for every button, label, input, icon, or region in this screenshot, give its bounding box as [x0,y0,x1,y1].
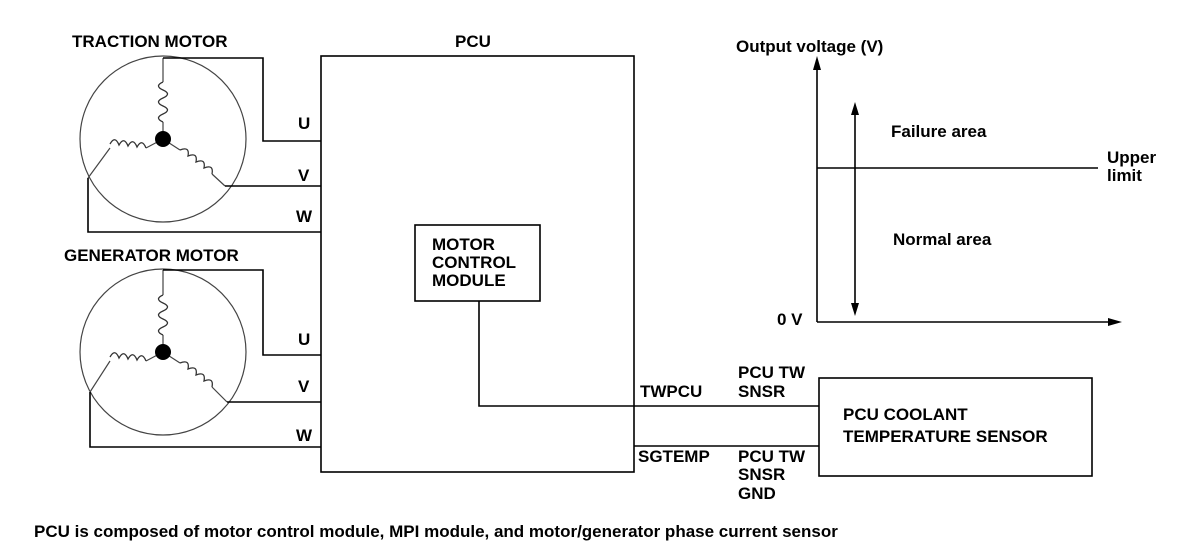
traction-motor-label: TRACTION MOTOR [72,32,228,51]
pcu-tw-snsr-label-line-2: SNSR [738,382,785,401]
upper-limit-label-line-2: limit [1107,166,1142,185]
generator-motor-windings [89,270,228,403]
generator-phase-v-label: V [298,377,310,396]
generator-motor-housing [79,268,247,436]
graph-zero-label: 0 V [777,310,803,329]
generator-phase-u-label: U [298,330,310,349]
diagram-caption: PCU is composed of motor control module,… [34,522,838,541]
coolant-temperature-sensor-box [818,377,1093,477]
traction-motor [79,55,247,223]
generator-motor [79,268,247,436]
traction-lead-w [87,178,321,233]
traction-phase-w-label: W [296,207,313,226]
coolant-sensor-label-line-1: PCU COOLANT [843,405,968,424]
upper-limit-label-line-1: Upper [1107,148,1157,167]
coolant-sensor-label-line-2: TEMPERATURE SENSOR [843,427,1048,446]
output-voltage-graph [813,56,1122,326]
traction-motor-housing [79,55,247,223]
graph-x-axis-arrow [1108,318,1122,326]
pcu-label: PCU [455,32,491,51]
sgtemp-label: SGTEMP [638,447,710,466]
traction-lead-u [163,57,321,142]
motor-control-module-box [414,224,541,302]
generator-lead-u [163,269,321,356]
range-arrow-up [851,102,859,115]
generator-motor-neutral [155,344,171,360]
generator-motor-label: GENERATOR MOTOR [64,246,239,265]
traction-motor-windings [87,58,226,187]
range-arrow-down [851,303,859,316]
motor-control-module-label-line-3: MODULE [432,271,506,290]
failure-area-label: Failure area [891,122,987,141]
pcu-tw-snsr-gnd-label-line-3: GND [738,484,776,503]
normal-area-label: Normal area [893,230,992,249]
motor-control-module-label-line-1: MOTOR [432,235,495,254]
pcu-tw-snsr-label-line-1: PCU TW [738,363,806,382]
generator-motor-leads [89,269,321,448]
generator-lead-w [89,392,321,448]
graph-y-axis-arrow [813,56,821,70]
graph-y-axis-label: Output voltage (V) [736,37,883,56]
traction-phase-u-label: U [298,114,310,133]
pcu-tw-snsr-gnd-label-line-1: PCU TW [738,447,806,466]
twpcu-label: TWPCU [640,382,702,401]
traction-motor-neutral [155,131,171,147]
pcu-tw-snsr-gnd-label-line-2: SNSR [738,465,785,484]
motor-control-module-label-line-2: CONTROL [432,253,516,272]
traction-phase-v-label: V [298,166,310,185]
traction-motor-leads [87,57,321,233]
twpcu-wire [478,301,819,407]
generator-phase-w-label: W [296,426,313,445]
